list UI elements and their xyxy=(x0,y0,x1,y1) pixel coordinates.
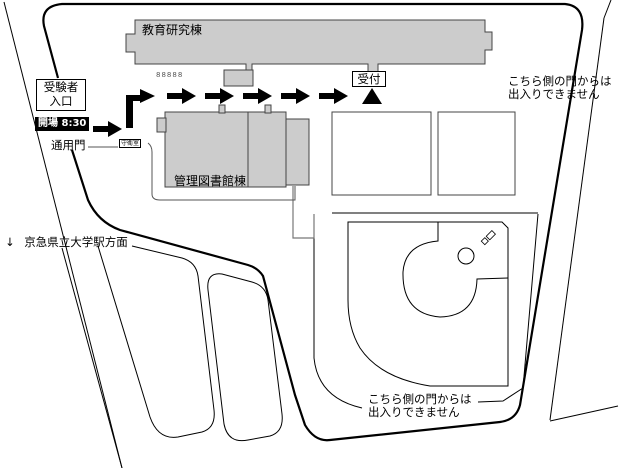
route-arrow-bend xyxy=(126,89,155,128)
route-arrow xyxy=(281,88,310,104)
parking-area xyxy=(207,273,283,442)
notice-south-line2: 出入りできません xyxy=(368,405,460,419)
campus-boundary xyxy=(42,2,584,442)
down-arrow-icon: ↓ xyxy=(5,235,15,249)
inner-boundary xyxy=(477,213,539,403)
library-notch xyxy=(218,104,226,114)
library-notch xyxy=(156,117,167,133)
notice-east-line1: こちら側の門からは xyxy=(508,74,612,88)
education-research-building-label: 教育研究棟 xyxy=(142,23,203,37)
path-line xyxy=(292,186,315,239)
notice-south-line1: こちら側の門からは xyxy=(368,392,472,406)
route-arrow-from-gate xyxy=(93,121,122,137)
admin-library-wing xyxy=(247,111,287,188)
admin-library-annex xyxy=(285,118,310,186)
route-arrow xyxy=(167,88,196,104)
notice-no-entry-south: こちら側の門からは 出入りできません xyxy=(368,393,472,419)
road-line xyxy=(603,0,612,19)
gate-label: 通用門 xyxy=(51,138,86,152)
road-line xyxy=(549,17,605,421)
opening-time: 8:30 xyxy=(61,118,87,129)
gymnasium-outline xyxy=(347,221,509,387)
connector-block xyxy=(223,69,254,87)
notice-east-line2: 出入りできません xyxy=(508,87,600,101)
opening-label: 開場 xyxy=(38,118,58,129)
path-line xyxy=(147,142,296,201)
hall-outline xyxy=(402,222,509,318)
building-block-b xyxy=(437,111,516,196)
examinee-entrance-sign: 受験者 入口 xyxy=(36,79,86,111)
route-arrow xyxy=(205,88,234,104)
road-line xyxy=(61,247,123,468)
route-arrow-up-to-reception xyxy=(362,88,382,104)
route-arrows xyxy=(93,88,382,137)
guard-room-label: 守衛室 xyxy=(119,139,142,148)
education-research-building xyxy=(125,19,493,86)
station-direction-text: 京急県立大学駅方面 xyxy=(24,235,128,249)
road-line xyxy=(3,1,123,468)
inner-boundary xyxy=(313,214,363,409)
entrance-title-line1: 受験者 xyxy=(43,80,79,94)
small-marks-label: 88888 xyxy=(156,71,184,79)
building-block-a xyxy=(331,111,432,196)
route-arrow xyxy=(319,88,348,104)
library-notch xyxy=(264,104,272,114)
road-line xyxy=(549,405,619,422)
road-line xyxy=(97,245,215,438)
notice-no-entry-east: こちら側の門からは 出入りできません xyxy=(508,75,612,101)
satellite-icon xyxy=(480,230,496,246)
route-arrow xyxy=(243,88,272,104)
entrance-title-line2: 入口 xyxy=(49,94,73,108)
round-feature xyxy=(457,247,475,265)
opening-time-badge: 開場 8:30 xyxy=(35,117,90,131)
reception-label: 受付 xyxy=(352,71,386,87)
station-direction-label: ↓ 京急県立大学駅方面 xyxy=(5,236,128,249)
admin-library-building-label: 管理図書館棟 xyxy=(174,174,247,188)
